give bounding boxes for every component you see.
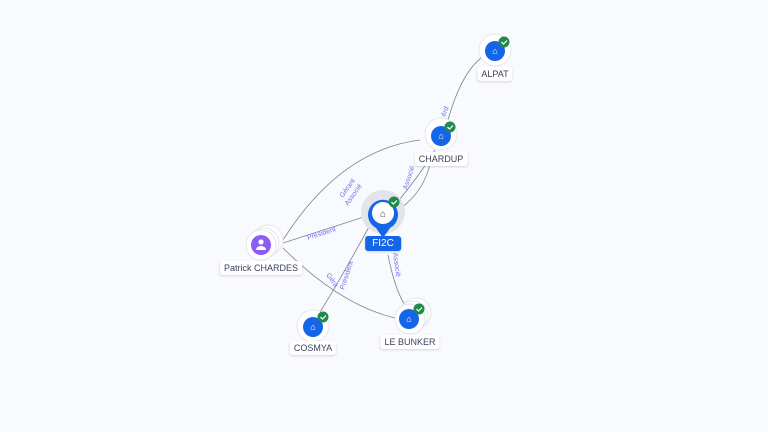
building-icon: ⌂ [438,131,443,141]
node-label-fi2c[interactable]: FI2C [365,236,401,251]
edge-fi2c-lebunker[interactable] [387,254,406,306]
node-label-alpat[interactable]: ALPAT [477,67,513,81]
check-icon [413,303,425,315]
edge-chardup-alpat[interactable] [447,54,486,121]
node-patrick[interactable] [245,224,284,261]
node-label-chardup[interactable]: CHARDUP [414,152,468,166]
edge-fi2c-cosmya[interactable] [319,224,371,313]
node-fi2c[interactable]: ⌂ [361,190,405,238]
node-label-lebunker[interactable]: LE BUNKER [380,335,440,349]
check-icon [498,36,510,48]
check-icon [388,196,400,208]
building-icon: ⌂ [380,209,386,220]
edge-label: Géra [324,272,339,289]
edge-patrick-lebunker[interactable] [282,247,396,319]
node-alpat[interactable]: ⌂ [478,33,512,67]
building-icon: ⌂ [406,314,411,324]
building-icon: ⌂ [310,322,315,332]
node-lebunker[interactable]: ⌂ [394,297,432,335]
edge-label: Associé [402,165,416,191]
person-icon [256,239,266,250]
edge-label: érd [440,106,450,118]
node-chardup[interactable]: ⌂ [424,117,458,151]
node-cosmya[interactable]: ⌂ [296,309,330,343]
edge-label: Associé [391,252,401,277]
check-icon [444,121,456,133]
edge-label: Président [306,226,336,242]
building-icon: ⌂ [492,46,497,56]
node-label-cosmya[interactable]: COSMYA [289,341,337,355]
check-icon [317,311,329,323]
node-label-patrick[interactable]: Patrick CHARDES [219,261,303,275]
edge-patrick-chardup[interactable] [282,139,421,241]
